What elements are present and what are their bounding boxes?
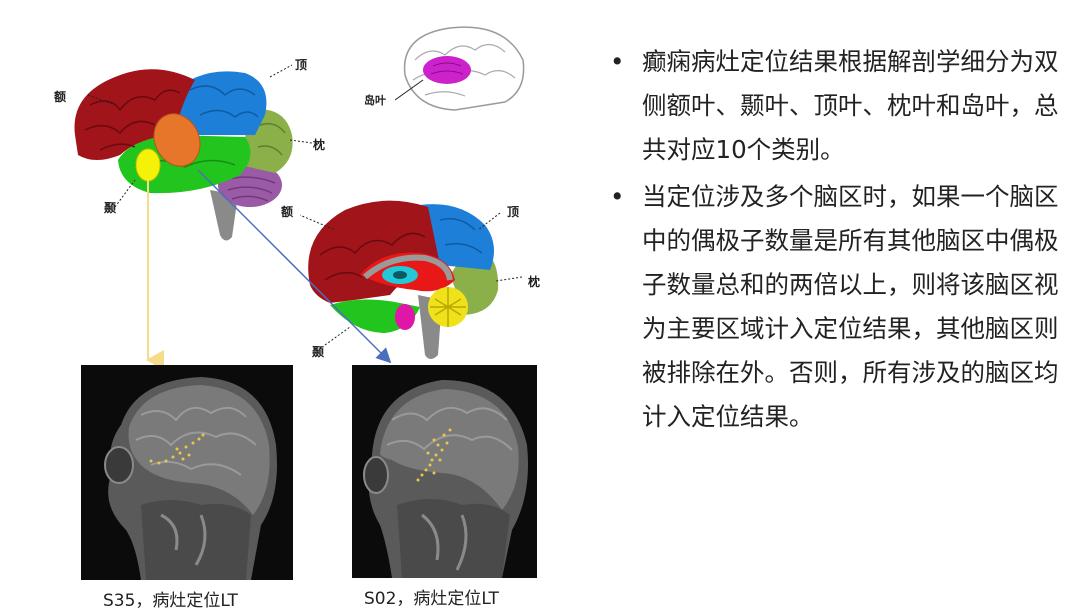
label-parietal-2: 顶 [507,205,520,219]
bullet-dot-icon: • [610,182,625,211]
connector-arrows [146,169,392,370]
bullet-text: 当定位涉及多个脑区时，如果一个脑区中的偶极子数量是所有其他脑区中偶极子数量总和的… [642,182,1059,431]
orange-region [153,113,201,167]
caption-s02: S02，病灶定位LT [364,589,499,609]
label-frontal-1: 额 [54,90,67,104]
mri-image-s35 [81,365,293,580]
corpus-callosum [363,254,453,281]
parietal-lobe [170,71,267,135]
label-occipital-2: 枕 [528,275,541,289]
bullet-dot-icon: • [610,47,625,76]
bullet-item: • 当定位涉及多个脑区时，如果一个脑区中的偶极子数量是所有其他脑区中偶极子数量总… [598,175,1068,439]
caption-s35: S35，病灶定位LT [103,591,238,611]
lateral-brain-diagram [74,64,313,241]
label-occipital-1: 枕 [313,138,326,152]
insula-region [423,56,471,84]
medial-brain-diagram [300,200,523,359]
parietal-lobe-medial [420,204,494,270]
label-frontal-2: 额 [281,205,294,219]
insula-diagram [395,26,525,111]
label-parietal-1: 顶 [295,58,308,72]
mri-image-s02 [352,365,537,578]
label-temporal-1: 颞 [104,201,117,215]
bullet-text: 癫痫病灶定位结果根据解剖学细分为双侧额叶、颞叶、顶叶、枕叶和岛叶，总共对应10个… [642,47,1059,164]
label-insula: 岛叶 [364,94,386,107]
magenta-region [395,304,415,330]
bullet-list: • 癫痫病灶定位结果根据解剖学细分为双侧额叶、颞叶、顶叶、枕叶和岛叶，总共对应1… [598,40,1068,442]
label-temporal-2: 颞 [312,345,325,359]
blue-arrow [197,169,392,364]
bullet-item: • 癫痫病灶定位结果根据解剖学细分为双侧额叶、颞叶、顶叶、枕叶和岛叶，总共对应1… [598,40,1068,172]
